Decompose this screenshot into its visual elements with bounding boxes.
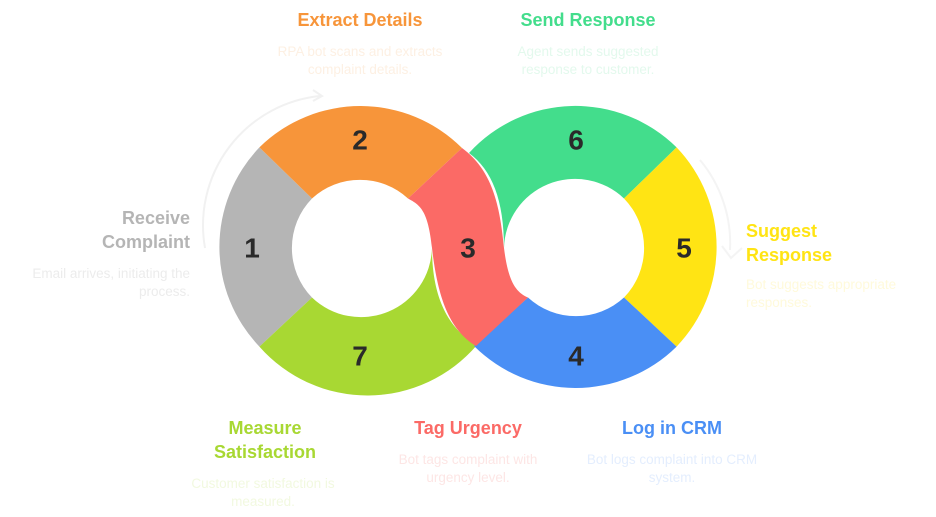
step-title-log: Log in CRM xyxy=(622,418,722,438)
step-title-receive: Receive Complaint xyxy=(102,208,190,252)
step-number-1: 1 xyxy=(244,233,260,264)
step-number-3: 3 xyxy=(460,233,476,264)
step-description-suggest: Bot suggests appropriate responses. xyxy=(746,277,897,310)
guide-arrow-icon xyxy=(312,89,324,102)
guide-arrow-right-icon xyxy=(721,245,743,260)
step-title-suggest: Suggest Response xyxy=(746,221,833,265)
segment-log[interactable] xyxy=(474,297,677,388)
step-title-measure: Measure Satisfaction xyxy=(213,418,317,462)
step-title-extract: Extract Details xyxy=(297,10,423,30)
step-number-4: 4 xyxy=(568,341,584,372)
guide-arc-right xyxy=(699,159,732,251)
step-description-measure: Customer satisfaction is measured. xyxy=(191,476,335,509)
step-number-5: 5 xyxy=(676,233,692,264)
segment-tag[interactable] xyxy=(408,148,528,346)
step-description-send: Agent sends suggested response to custom… xyxy=(517,44,659,77)
step-description-log: Bot logs complaint into CRM system. xyxy=(586,452,758,485)
guide-arc xyxy=(202,95,321,249)
step-number-6: 6 xyxy=(568,125,584,156)
step-title-send: Send Response xyxy=(520,10,656,30)
segment-suggest[interactable] xyxy=(624,147,717,347)
segment-extract[interactable] xyxy=(259,106,462,199)
step-description-receive: Email arrives, initiating the process. xyxy=(32,266,190,299)
step-number-2: 2 xyxy=(352,125,368,156)
step-title-tag: Tag Urgency xyxy=(414,418,522,438)
segment-receive[interactable] xyxy=(219,147,312,347)
step-description-tag: Bot tags complaint with urgency level. xyxy=(398,452,538,485)
segment-send[interactable] xyxy=(469,105,677,249)
step-description-extract: RPA bot scans and extracts complaint det… xyxy=(277,44,443,77)
step-number-7: 7 xyxy=(352,341,368,372)
segment-measure[interactable] xyxy=(259,248,477,396)
